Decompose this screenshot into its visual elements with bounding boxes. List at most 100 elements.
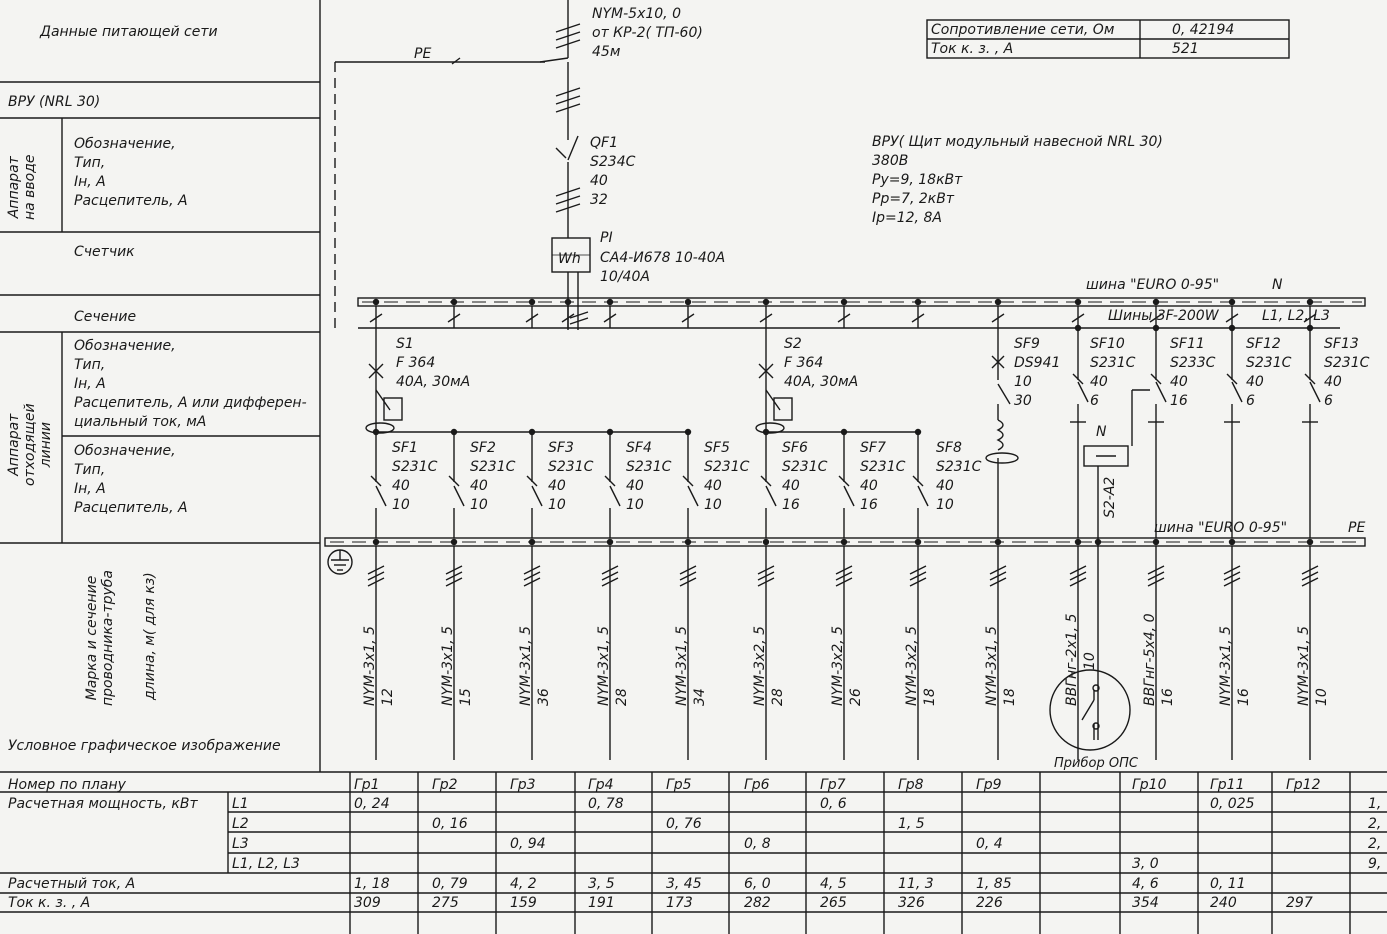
junction-dot [684,538,692,546]
cell-groups-10: Гр10 [1132,777,1167,793]
vru-info-1: 380В [872,153,909,169]
junction-dot [1228,324,1236,332]
circuit-line [1303,313,1317,323]
circuit-line [448,475,460,487]
section-label: Сечение [74,309,137,325]
network-table-grid [926,19,1290,59]
cell-L2-1: 0, 16 [432,816,468,832]
cell-Ip-6: 4, 5 [820,876,847,892]
breaker-9-line-1: DS941 [1014,355,1061,371]
cable-12-length: 16 [1236,688,1252,706]
cable-6-length: 28 [770,688,786,706]
circuit-line [1069,571,1087,581]
circuit-line [369,313,383,323]
breaker-11-line-1: S233C [1170,355,1216,371]
breaker-4-line-3: 10 [626,497,644,513]
circuit-line [603,313,617,323]
circuit-line [757,577,775,587]
input-line [334,0,591,330]
circuit-line [1071,313,1085,323]
breaker-12-line-0: SF12 [1246,336,1281,352]
cell-Ik-2: 159 [510,895,537,911]
sc-current-row-label: Ток к. з. , А [8,895,91,911]
outgoing-field-a2: Iн, А [74,376,106,392]
breaker-1-line-3: 10 [392,497,410,513]
circuit-line [1077,381,1089,403]
cell-L1-6: 0, 6 [820,796,847,812]
circuit-line [1301,571,1319,581]
cell-Ip-0: 1, 18 [354,876,390,892]
circuit-line [912,475,924,487]
cable-7-length: 26 [848,688,864,706]
n-label: N [1272,277,1283,293]
cell-Ik-6: 265 [820,895,847,911]
cable-5-mark: NYM-3x1, 5 [674,625,690,706]
network-resistance-label: Сопротивление сети, Ом [931,22,1115,38]
circuit-line [679,571,697,581]
breaker-13-line-2: 40 [1324,374,1342,390]
cell-Ik-8: 226 [976,895,1003,911]
circuit-line [1147,565,1165,575]
circuit-line [601,577,619,587]
cell-Ik-0: 309 [354,895,381,911]
phases-label: L1, L2, L3 [1262,308,1330,324]
junction-dot [606,538,614,546]
cell-L3-5: 0, 8 [744,836,771,852]
junction-dot [684,428,692,436]
cell-L2-7: 1, 5 [898,816,925,832]
circuit-line [681,313,695,323]
cell-groups-8: Гр9 [976,777,1002,793]
circuit-line [601,571,619,581]
cable-4-mark: NYM-3x1, 5 [596,625,612,706]
cable-10-length: 10 [1082,652,1098,670]
outgoing-field-a3: Расцепитель, А или дифферен- [74,395,307,411]
cable-2-mark: NYM-3x1, 5 [440,625,456,706]
circuit-line [1147,577,1165,587]
circuit-line [835,565,853,575]
circuit-line [523,571,541,581]
bottom-table-grid [0,772,1387,934]
circuit-line [604,475,616,487]
circuit-line [1301,565,1319,575]
cell-L1-0: 0, 24 [354,796,390,812]
circuit-line [523,565,541,575]
cell-Ip-4: 3, 45 [666,876,702,892]
cell-Ip-10: 4, 6 [1132,876,1159,892]
left-panel-grid [0,0,1387,773]
graphic-symbol-label: Условное графическое изображение [8,738,281,754]
junction-dot [1306,298,1314,306]
cell-Ik-10: 354 [1132,895,1159,911]
plan-number-label: Номер по плану [8,777,126,793]
pe-label: PE [414,46,432,62]
breaker-2-line-1: S231C [470,459,516,475]
circuit-line [917,485,929,507]
circuit-line [1155,381,1167,403]
cell-L1-3: 0, 78 [588,796,624,812]
sf9-differential [985,328,1019,538]
breaker-13-line-3: 6 [1324,393,1333,409]
junction-dot [450,298,458,306]
input-device-group-label: Аппарат на вводе [6,154,38,220]
outgoing-field-a4: циальный ток, мА [74,414,207,430]
cell-Ip-5: 6, 0 [744,876,771,892]
circuit-line [531,485,543,507]
breaker-1-line-2: 40 [392,478,410,494]
phase-bus-label: Шины 3F-200W [1108,308,1219,324]
cable-3-mark: NYM-3x1, 5 [518,625,534,706]
circuit-line [757,565,775,575]
cell-groups-7: Гр8 [898,777,924,793]
cable-8-mark: NYM-3x2, 5 [904,625,920,706]
vru-info-0: ВРУ( Щит модульный навесной NRL 30) [872,134,1163,150]
circuit-line [835,577,853,587]
junction-dot [528,428,536,436]
cell-cut-2: 2, [1368,836,1382,852]
meter-symbol: Wh [558,251,581,267]
vru-info-3: Рр=7, 2кВт [872,191,954,207]
cell-Ip-7: 11, 3 [898,876,934,892]
phase-l3-label: L3 [232,836,249,852]
breaker-12-line-1: S231C [1246,355,1292,371]
phase-l1-label: L1 [232,796,249,812]
qf1-in: 40 [590,173,608,189]
cable-12-mark: NYM-3x1, 5 [1218,625,1234,706]
breaker-8-line-0: SF8 [936,440,962,456]
